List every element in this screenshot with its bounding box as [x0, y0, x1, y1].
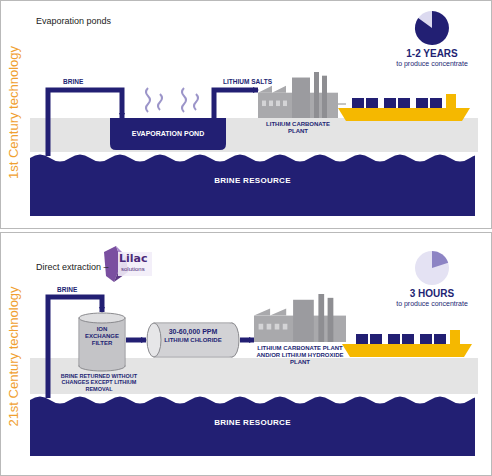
shape — [283, 101, 287, 107]
brine-resource: BRINE RESOURCE — [30, 392, 475, 456]
panel-title: 21st Century technology — [6, 286, 21, 426]
pipe-connector — [126, 338, 146, 343]
lithium-chloride-tank: 30-60,000 PPMLITHIUM CHLORIDE — [146, 322, 240, 358]
shape — [275, 324, 280, 330]
tank-body — [154, 323, 232, 357]
pond-basin — [110, 118, 226, 150]
node-text: ION EXCHANGE FILTER — [81, 326, 123, 348]
text-box: BRINE RESOURCE — [30, 150, 475, 185]
node-text: LITHIUM CARBONATE PLANT AND/OR LITHIUM H… — [256, 345, 344, 367]
shape — [259, 324, 264, 330]
note-label: 1-2 YEARS — [387, 48, 477, 59]
water-body — [30, 155, 475, 217]
shape — [314, 72, 319, 118]
panel-title: 1st Century technology — [6, 46, 21, 179]
text-box: EVAPORATION POND — [110, 118, 226, 140]
ground-band — [30, 118, 478, 152]
note-label: to produce concentrate — [377, 300, 487, 307]
pipe-label: BRINE — [56, 286, 78, 293]
note-label: 3 HOURS — [387, 288, 477, 299]
tank-end — [147, 323, 161, 357]
shape — [267, 324, 272, 330]
text-box: ION EXCHANGE FILTER — [78, 312, 126, 356]
text-box: 30-60,000 PPMLITHIUM CHLORIDE — [146, 322, 240, 350]
shape — [254, 308, 286, 315]
shape — [328, 298, 334, 342]
shape — [318, 294, 324, 342]
pipe-connector — [240, 338, 254, 343]
node-text: BRINE RESOURCE — [30, 418, 475, 427]
note-label: to produce concentrate — [377, 60, 487, 67]
shape — [276, 101, 280, 107]
ion-exchange-filter: ION EXCHANGE FILTER — [78, 312, 126, 372]
shape — [262, 101, 266, 107]
pipe-label: LITHIUM SALTS — [222, 78, 273, 85]
shape — [292, 78, 310, 118]
time-pie-fill — [432, 251, 448, 268]
processing-plant: LITHIUM CARBONATE PLANT AND/OR LITHIUM H… — [254, 294, 346, 369]
pipe-connector — [214, 90, 258, 118]
building-symbol — [254, 294, 346, 342]
time-pie-fill — [415, 11, 449, 45]
pipe-label: BRINE — [62, 78, 84, 85]
cylinder-fill — [80, 318, 125, 366]
note-label: BRINE RETURNED WITHOUT CHANGES EXCEPT LI… — [60, 373, 138, 392]
node-text: 30-60,000 PPM — [158, 328, 228, 337]
brine-resource: BRINE RESOURCE — [30, 150, 475, 216]
shape — [258, 86, 286, 93]
shape — [269, 101, 273, 107]
tank-fill — [154, 324, 232, 357]
note-label: Evaporation ponds — [36, 16, 111, 26]
node-text: BRINE RESOURCE — [30, 176, 475, 185]
logo-text: solutions — [121, 266, 145, 272]
text-box: BRINE RESOURCE — [30, 392, 475, 427]
time-pie — [415, 11, 449, 45]
cylinder-top — [79, 313, 125, 323]
lilac-logo — [104, 246, 152, 282]
node-text: LITHIUM CHLORIDE — [158, 337, 228, 345]
logo-text: Lilac — [119, 252, 148, 265]
steam — [146, 88, 198, 112]
shape — [293, 300, 314, 342]
shape — [283, 324, 288, 330]
time-pie — [415, 251, 449, 285]
shape — [322, 76, 327, 118]
text-box: LITHIUM CARBONATE PLANT AND/OR LITHIUM H… — [254, 294, 346, 369]
evaporation-pond: EVAPORATION POND — [110, 118, 226, 150]
node-text: EVAPORATION POND — [114, 130, 222, 137]
water-body — [30, 397, 475, 457]
ship — [342, 330, 472, 357]
note-label: Direct extraction – — [36, 262, 109, 272]
node-text: LITHIUM CARBONATE PLANT — [260, 121, 336, 135]
cylinder-body — [79, 318, 125, 366]
ship — [334, 94, 470, 121]
